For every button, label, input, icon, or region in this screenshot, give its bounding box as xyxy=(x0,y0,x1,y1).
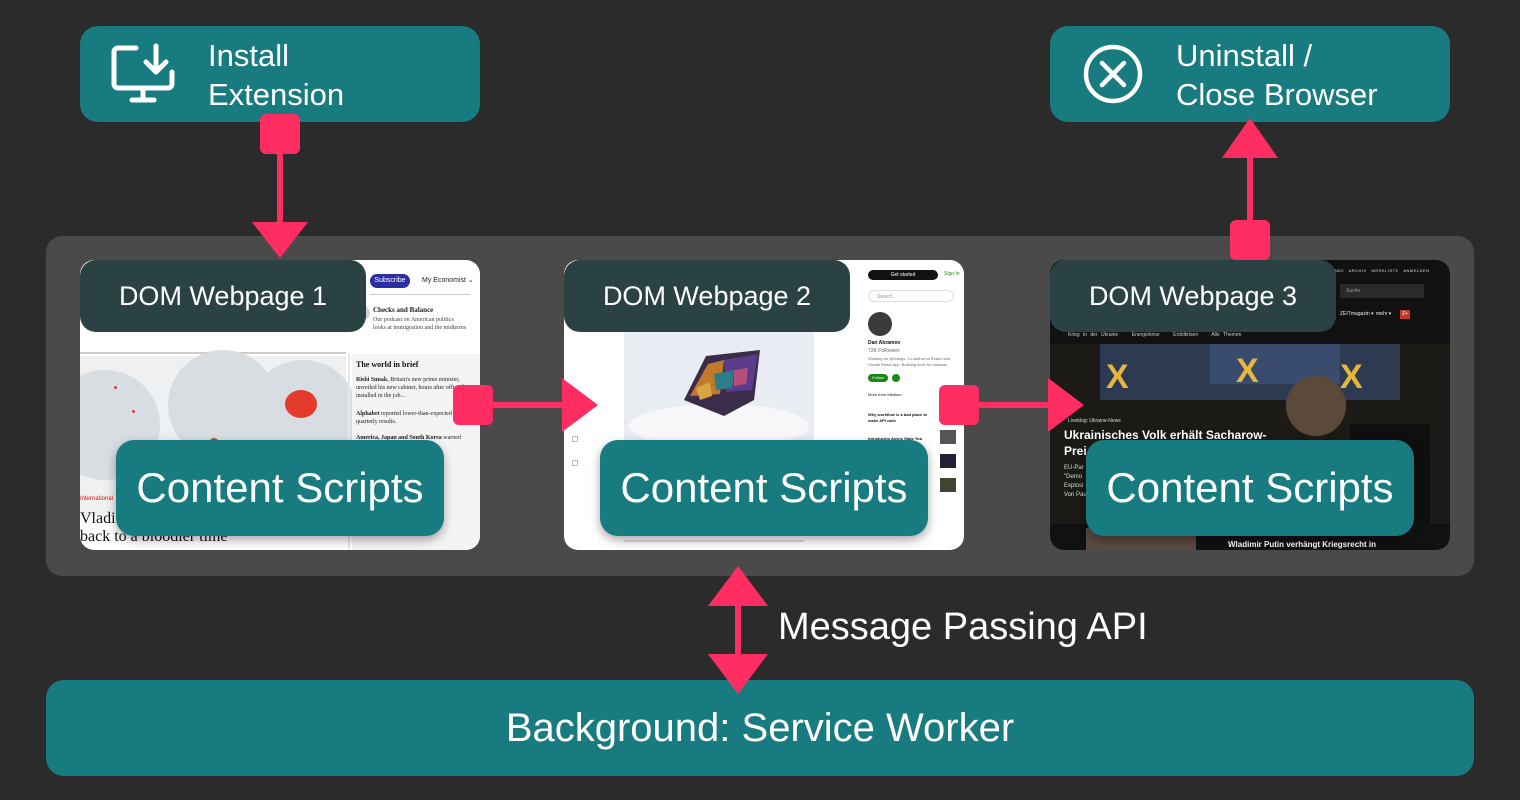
dom-webpage-2-label: DOM Webpage 2 xyxy=(564,260,850,332)
content-scripts-3: Content Scripts xyxy=(1086,440,1414,536)
uninstall-label: Uninstall / Close Browser xyxy=(1176,38,1378,112)
section-tag: International xyxy=(80,496,114,502)
zeit-tags: Krieg in der Ukraine Energiekrise Erdölk… xyxy=(1068,332,1242,338)
follow-button: Follow xyxy=(868,374,888,382)
zeit-search: Suche xyxy=(1340,284,1424,298)
content-scripts-2: Content Scripts xyxy=(600,440,928,536)
story-1: Why workflow is a bad place to make API … xyxy=(868,412,928,423)
brief-item-3: America, Japan and South Korea warned xyxy=(356,435,461,441)
install-extension-box: Install Extension xyxy=(80,26,480,122)
search-field: Search xyxy=(868,290,954,302)
zeit-menu-1: ZEITmagazin ▾ xyxy=(1340,311,1374,317)
brief-item-1: Rishi Sunak, Britain's new prime ministe… xyxy=(356,377,468,399)
arrow-install-to-webpage1 xyxy=(252,114,308,258)
zplus-badge: Z+ xyxy=(1400,310,1410,319)
zeit-headline-1: Ukrainisches Volk erhält Sacharow- xyxy=(1064,428,1267,442)
arrow-message-passing xyxy=(708,566,768,694)
zeit-bottom-headline: Wladimir Putin verhängt Kriegsrecht in xyxy=(1228,540,1377,549)
author-bio: Working on @reactjs. Co-author of Redux … xyxy=(868,356,951,367)
author-name: Dan Abramov xyxy=(868,340,901,346)
more-from-heading: More from Medium xyxy=(868,392,902,397)
arrow-webpage1-to-webpage2 xyxy=(453,378,598,432)
liveblog-tag: Liveblog: Ukraine-News xyxy=(1068,418,1121,424)
subscribe-button: Subscribe xyxy=(370,274,410,288)
zeit-headline-2: Prei xyxy=(1064,444,1087,458)
headline-line-1: Vladi xyxy=(80,510,116,527)
zeit-menu-2: mehr ▾ xyxy=(1376,311,1392,317)
zeit-teaser: EU-Par "Demo Explosi Von Paul xyxy=(1064,465,1089,498)
dom-webpage-1-label: DOM Webpage 1 xyxy=(80,260,366,332)
author-avatar xyxy=(868,312,892,336)
arrow-webpage2-to-webpage3 xyxy=(939,378,1084,432)
brief-item-2: Alphabet reported lower-than-expected qu… xyxy=(356,411,452,425)
author-followers: 72K Followers xyxy=(868,348,900,354)
download-to-computer-icon xyxy=(110,42,176,109)
promo-text: Our podcast on American politics looks a… xyxy=(373,317,467,331)
arrow-webpage3-to-uninstall xyxy=(1222,118,1278,260)
circle-x-icon xyxy=(1082,43,1144,110)
message-passing-label: Message Passing API xyxy=(778,606,1148,648)
promo-title: Checks and Balance xyxy=(373,306,434,314)
account-menu: My Economist ⌄ xyxy=(422,277,474,284)
sign-in-link: Sign In xyxy=(944,271,960,277)
background-service-worker: Background: Service Worker xyxy=(46,680,1474,776)
dom-webpage-3-label: DOM Webpage 3 xyxy=(1050,260,1336,332)
brief-heading: The world in brief xyxy=(356,360,419,369)
install-extension-label: Install Extension xyxy=(208,38,345,112)
content-scripts-1: Content Scripts xyxy=(116,440,444,536)
story-2: Introducing Async State You xyxy=(868,436,923,441)
bismuth-crystal-image xyxy=(624,330,814,448)
get-started-button: Get started xyxy=(868,270,938,280)
uninstall-box: Uninstall / Close Browser xyxy=(1050,26,1450,122)
zeit-nav: ABO ARCHIV MERKLISTE ANMELDEN xyxy=(1334,268,1430,273)
